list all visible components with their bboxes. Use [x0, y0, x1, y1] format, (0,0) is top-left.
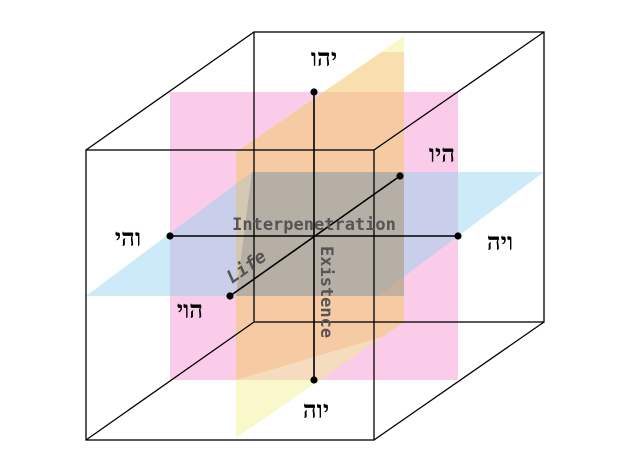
- dot-back-right: [396, 172, 404, 180]
- label-front-left: הוי: [177, 295, 203, 324]
- label-right: ויה: [487, 227, 513, 256]
- dot-top: [310, 88, 318, 96]
- axes: [170, 92, 458, 380]
- cube-edges: [85, 31, 545, 441]
- dot-right: [454, 232, 462, 240]
- diagonal-axis: [229, 175, 401, 297]
- dot-front-left: [226, 292, 234, 300]
- dot-left: [166, 232, 174, 240]
- label-left: והי: [115, 223, 141, 252]
- label-bottom: יוה: [303, 395, 329, 424]
- label-existence: Existence: [316, 246, 336, 338]
- axis-endpoints: [166, 88, 462, 384]
- label-back-right: היו: [429, 139, 455, 168]
- label-top: יהו: [311, 43, 337, 72]
- dot-bottom: [310, 376, 318, 384]
- label-interpenetration: Interpenetration: [232, 215, 396, 235]
